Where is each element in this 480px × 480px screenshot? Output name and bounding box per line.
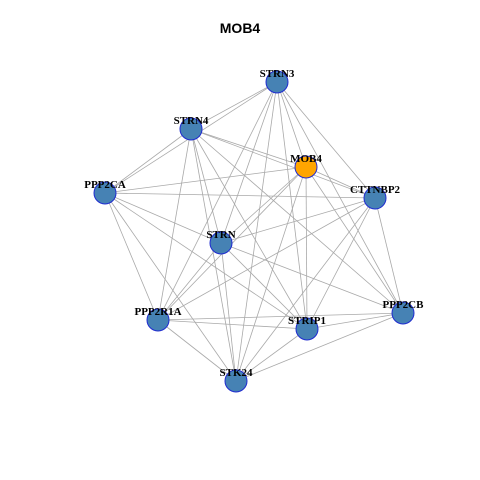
node-strn3: STRN3: [260, 68, 295, 94]
node-circle: [295, 317, 319, 341]
edge-cttnbp2-stk24: [235, 197, 376, 382]
node-strn4: STRN4: [174, 115, 209, 141]
node-stk24: STK24: [219, 367, 253, 393]
edge-strn4-ppp2ca: [104, 128, 192, 194]
edge-mob4-stk24: [235, 166, 307, 382]
node-cttnbp2: CTTNBP2: [350, 184, 401, 210]
edge-strn-ppp2r1a: [157, 242, 222, 321]
node-label: STRN4: [174, 115, 209, 127]
node-ppp2r1a: PPP2R1A: [134, 306, 182, 332]
node-circle: [391, 301, 415, 325]
node-label: MOB4: [290, 153, 322, 165]
node-ppp2cb: PPP2CB: [383, 299, 425, 325]
node-mob4: MOB4: [290, 153, 322, 179]
edge-strn3-strn4: [190, 81, 278, 130]
edge-mob4-strip1: [305, 166, 308, 330]
edge-mob4-strn: [220, 166, 307, 244]
edge-mob4-ppp2ca: [104, 166, 307, 194]
edge-ppp2ca-cttnbp2: [104, 192, 376, 199]
edge-strn-stk24: [220, 242, 237, 382]
edge-ppp2ca-ppp2r1a: [104, 192, 159, 321]
node-strip1: STRIP1: [288, 315, 326, 341]
edge-cttnbp2-ppp2r1a: [157, 197, 376, 321]
node-label: PPP2CA: [84, 179, 126, 191]
node-strn: STRN: [206, 229, 236, 255]
node-circle: [93, 181, 117, 205]
edge-cttnbp2-strip1: [306, 197, 376, 330]
node-circle: [224, 369, 248, 393]
node-label: STK24: [219, 367, 253, 379]
edge-layer: [104, 81, 404, 382]
edge-strip1-ppp2cb: [306, 312, 404, 330]
node-circle: [363, 186, 387, 210]
edge-strn4-ppp2r1a: [157, 128, 192, 321]
node-label: STRN3: [260, 68, 295, 80]
edge-strn4-cttnbp2: [190, 128, 376, 199]
node-label: STRIP1: [288, 315, 326, 327]
edge-strn3-stk24: [235, 81, 278, 382]
edge-strn3-cttnbp2: [276, 81, 376, 199]
node-ppp2ca: PPP2CA: [84, 179, 126, 205]
edge-mob4-ppp2cb: [305, 166, 404, 314]
edge-ppp2r1a-stk24: [157, 319, 237, 382]
node-label: PPP2R1A: [134, 306, 181, 318]
edge-ppp2r1a-ppp2cb: [157, 312, 404, 321]
diagram-title: MOB4: [219, 20, 261, 36]
edge-ppp2ca-strn: [104, 192, 222, 244]
edge-ppp2cb-stk24: [235, 312, 404, 382]
edge-strn3-strip1: [276, 81, 308, 330]
node-label: STRN: [206, 229, 235, 241]
node-label: PPP2CB: [383, 299, 425, 311]
edge-strn3-mob4: [276, 81, 307, 168]
edge-strn4-strn: [190, 128, 222, 244]
edge-cttnbp2-strn: [220, 197, 376, 244]
node-label: CTTNBP2: [350, 184, 401, 196]
edge-ppp2ca-stk24: [104, 192, 237, 382]
edge-mob4-cttnbp2: [305, 166, 376, 199]
node-circle: [146, 308, 170, 332]
node-circle: [209, 231, 233, 255]
node-circle: [265, 70, 289, 94]
edge-strip1-stk24: [235, 328, 308, 382]
edge-strn3-strn: [220, 81, 278, 244]
edge-ppp2r1a-strip1: [157, 319, 308, 330]
edge-cttnbp2-ppp2cb: [374, 197, 404, 314]
node-circle: [294, 155, 318, 179]
edge-strn-ppp2cb: [220, 242, 404, 314]
edge-strn4-stk24: [190, 128, 237, 382]
edge-strn3-ppp2r1a: [157, 81, 278, 321]
edge-strn4-mob4: [190, 128, 307, 168]
node-circle: [179, 117, 203, 141]
edge-strn4-strip1: [190, 128, 308, 330]
edge-strn-strip1: [220, 242, 308, 330]
